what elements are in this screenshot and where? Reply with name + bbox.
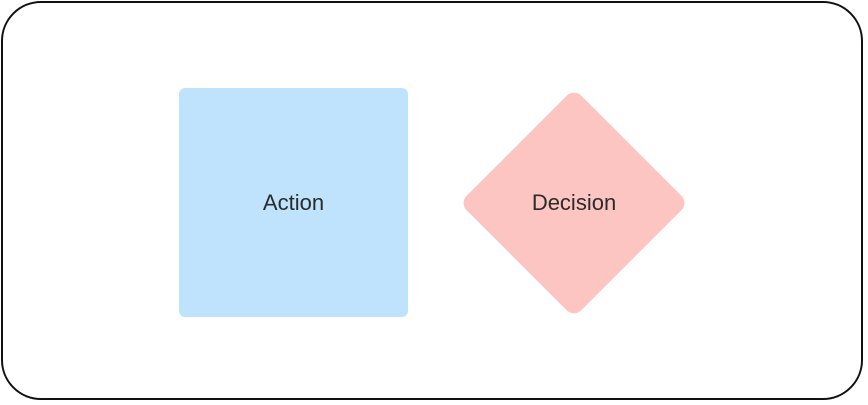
action-node-label: Action xyxy=(262,189,325,215)
action-node[interactable]: Action xyxy=(179,88,408,317)
diagram-canvas xyxy=(1,1,863,400)
decision-node-label: Decision xyxy=(531,190,617,215)
decision-node[interactable]: Decision xyxy=(459,88,689,318)
